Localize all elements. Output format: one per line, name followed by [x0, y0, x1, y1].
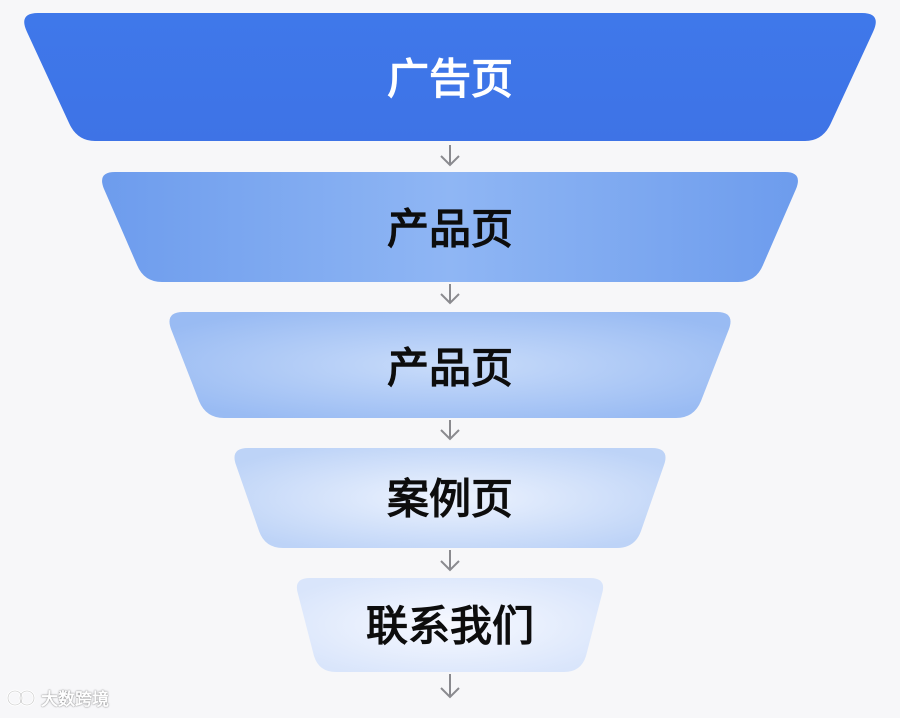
arrow-5 [440, 674, 460, 699]
funnel-stage-4-label: 案例页 [387, 475, 513, 524]
arrow-4 [440, 550, 460, 572]
funnel-stage-2: 产品页 [102, 172, 798, 282]
funnel-stage-3-label: 产品页 [387, 344, 513, 393]
funnel-stage-5: 联系我们 [296, 578, 604, 672]
arrow-3 [440, 420, 460, 441]
funnel-stage-4: 案例页 [234, 448, 666, 548]
watermark: 大数跨境 [6, 685, 109, 710]
funnel-stage-3: 产品页 [169, 312, 731, 418]
arrow-1 [440, 145, 460, 167]
logo-icon [6, 688, 36, 708]
funnel-stage-1: 广告页 [24, 13, 876, 141]
funnel-stage-5-label: 联系我们 [366, 602, 534, 651]
arrow-2 [440, 284, 460, 305]
funnel-stage-1-label: 广告页 [387, 55, 513, 104]
funnel-stage-2-label: 产品页 [387, 205, 513, 254]
watermark-text: 大数跨境 [41, 690, 109, 710]
